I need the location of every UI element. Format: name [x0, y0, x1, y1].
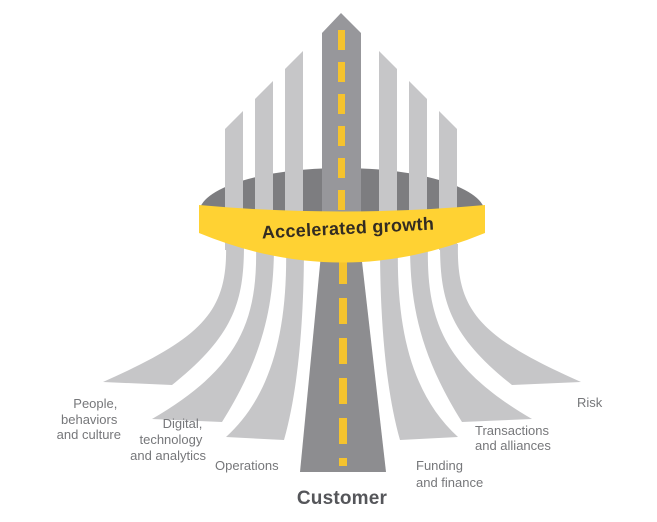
road-upper-funding	[379, 51, 397, 250]
driver-label-line: People,	[73, 396, 117, 411]
road-lower-digital	[152, 244, 274, 422]
road-upper-transactions	[409, 81, 427, 250]
driver-label-funding: Funding and finance	[416, 458, 483, 490]
driver-label-line: Operations	[215, 458, 279, 473]
driver-label-risk: Risk	[577, 395, 603, 410]
driver-label-line: Risk	[577, 395, 603, 410]
driver-label-line: and culture	[57, 427, 121, 442]
customer-label: Customer	[297, 488, 388, 509]
driver-label-line: and finance	[416, 475, 483, 490]
driver-label-operations: Operations	[215, 458, 279, 473]
driver-label-people: People, behaviors and culture	[57, 396, 121, 442]
driver-labels: People, behaviors and culture Digital, t…	[57, 395, 603, 490]
road-lower-operations	[226, 244, 304, 440]
driver-label-digital: Digital, technology and analytics	[130, 416, 206, 463]
driver-label-line: and alliances	[475, 438, 551, 453]
road-lower-people	[103, 244, 244, 385]
road-lower-funding	[380, 244, 458, 440]
driver-label-line: Transactions	[475, 423, 549, 438]
road-lower-transactions	[410, 244, 532, 422]
road-lower-risk	[440, 244, 581, 385]
driver-label-transactions: Transactions and alliances	[475, 423, 553, 453]
accelerated-growth-band	[199, 205, 485, 263]
driver-label-line: behaviors	[61, 412, 118, 427]
driver-label-line: Digital,	[163, 416, 203, 431]
road-upper-digital	[255, 81, 273, 250]
road-upper-operations	[285, 51, 303, 250]
driver-label-line: and analytics	[130, 448, 206, 463]
driver-label-line: technology	[139, 432, 202, 447]
driver-label-line: Funding	[416, 458, 463, 473]
side-roads-lower	[103, 244, 581, 440]
